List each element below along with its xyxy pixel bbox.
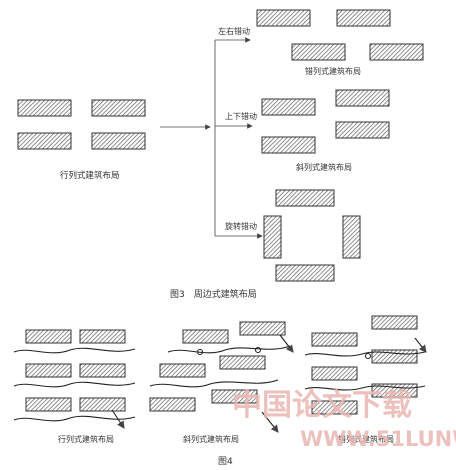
transform-arrows xyxy=(160,37,263,239)
building-block xyxy=(182,329,229,344)
branch-label-top: 左右错动 xyxy=(218,26,250,36)
panel-3-label: 错列式建筑布局 xyxy=(338,434,394,444)
wind-flow-lines xyxy=(304,337,427,391)
source-layout-label: 行列式建筑布局 xyxy=(60,170,120,181)
building-block xyxy=(256,9,311,27)
panel-row-layout: 行列式建筑布局 xyxy=(13,329,136,444)
oblique-layout-blocks xyxy=(261,89,390,154)
building-block xyxy=(275,264,335,282)
figure-3: 行列式建筑布局 左右错动 上下错动 旋转错动 错列式建筑布局 斜列式建筑布局 xyxy=(17,9,424,300)
staggered-layout-blocks xyxy=(256,9,424,61)
building-block xyxy=(261,136,316,154)
panel-1-label: 行列式建筑布局 xyxy=(58,434,114,444)
panel-staggered-layout: 错列式建筑布局 xyxy=(304,315,427,444)
building-block xyxy=(17,99,72,117)
wind-flow-lines xyxy=(13,347,136,429)
building-block xyxy=(261,98,316,116)
figure-4: 行列式建筑布局 斜列式建筑布局 xyxy=(13,315,427,467)
building-block xyxy=(335,121,390,139)
figure-4-caption: 图4 xyxy=(218,456,233,467)
building-block xyxy=(91,99,146,117)
branch-label-bottom: 旋转错动 xyxy=(225,221,257,231)
building-block xyxy=(291,43,346,61)
building-block xyxy=(79,363,126,378)
building-block xyxy=(336,9,391,27)
building-block xyxy=(335,89,390,107)
building-block xyxy=(311,332,358,347)
building-block xyxy=(79,329,126,344)
building-block xyxy=(17,132,72,150)
building-block xyxy=(25,397,72,412)
wind-flow-lines xyxy=(149,334,294,433)
building-block xyxy=(219,355,266,370)
building-block xyxy=(79,397,126,412)
building-block xyxy=(211,389,258,404)
panel-2-label: 斜列式建筑布局 xyxy=(183,434,239,444)
building-block xyxy=(369,43,424,61)
watermark-title: 中国论文下载 xyxy=(232,388,412,423)
building-block xyxy=(275,189,335,207)
panel-oblique-layout: 斜列式建筑布局 xyxy=(149,321,294,444)
building-block xyxy=(25,363,72,378)
building-block xyxy=(25,329,72,344)
figure-3-caption: 图3 周边式建筑布局 xyxy=(170,288,257,300)
branch-label-middle: 上下错动 xyxy=(225,111,257,121)
staggered-layout-label: 错列式建筑布局 xyxy=(305,66,361,76)
building-block xyxy=(311,366,358,381)
row-layout-blocks xyxy=(17,99,146,150)
watermark-url: WWW.51LUNWEN.COM xyxy=(300,427,456,451)
building-block xyxy=(342,215,361,259)
building-block xyxy=(263,215,282,259)
perimeter-layout-blocks xyxy=(263,189,361,282)
building-block xyxy=(239,321,286,336)
watermark: 中国论文下载 WWW.51LUNWEN.COM xyxy=(232,388,456,451)
building-block xyxy=(371,315,418,330)
oblique-layout-label: 斜列式建筑布局 xyxy=(296,162,352,172)
building-block xyxy=(159,363,206,378)
building-block xyxy=(91,132,146,150)
building-block xyxy=(311,400,358,415)
building-block xyxy=(149,397,196,412)
